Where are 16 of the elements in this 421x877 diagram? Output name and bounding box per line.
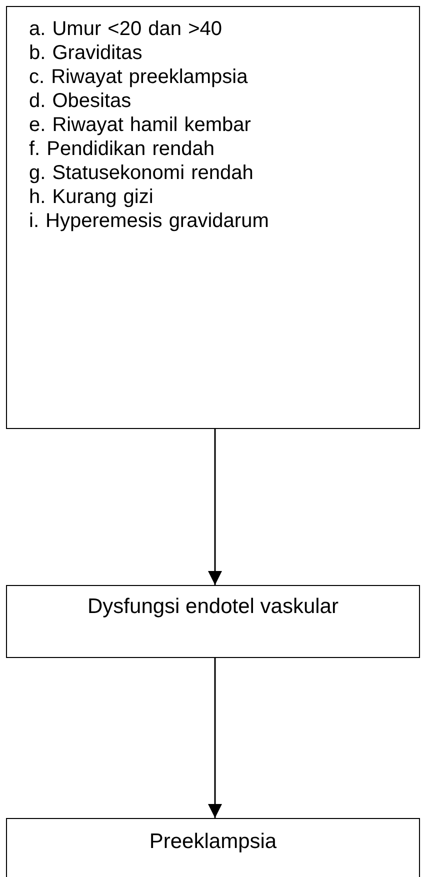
process-box bbox=[6, 6, 420, 429]
process-box bbox=[6, 818, 420, 877]
box-label: Dysfungsi endotel vaskular bbox=[86, 594, 340, 619]
list-item: h. Kurang gizi bbox=[29, 185, 154, 209]
arrow bbox=[208, 429, 222, 585]
list-item: c. Riwayat preeklampsia bbox=[29, 65, 249, 89]
list-item: g. Statusekonomi rendah bbox=[29, 161, 254, 185]
list-item: f. Pendidikan rendah bbox=[29, 137, 216, 161]
list-item: d. Obesitas bbox=[29, 89, 132, 113]
arrow bbox=[208, 658, 222, 818]
list-item: e. Riwayat hamil kembar bbox=[29, 113, 252, 137]
list-item: a. Umur <20 dan >40 bbox=[29, 17, 224, 41]
list-item: b. Graviditas bbox=[29, 41, 144, 65]
box-label: Preeklampsia bbox=[148, 829, 278, 854]
process-box bbox=[6, 585, 420, 658]
list-item: i. Hyperemesis gravidarum bbox=[29, 209, 270, 233]
